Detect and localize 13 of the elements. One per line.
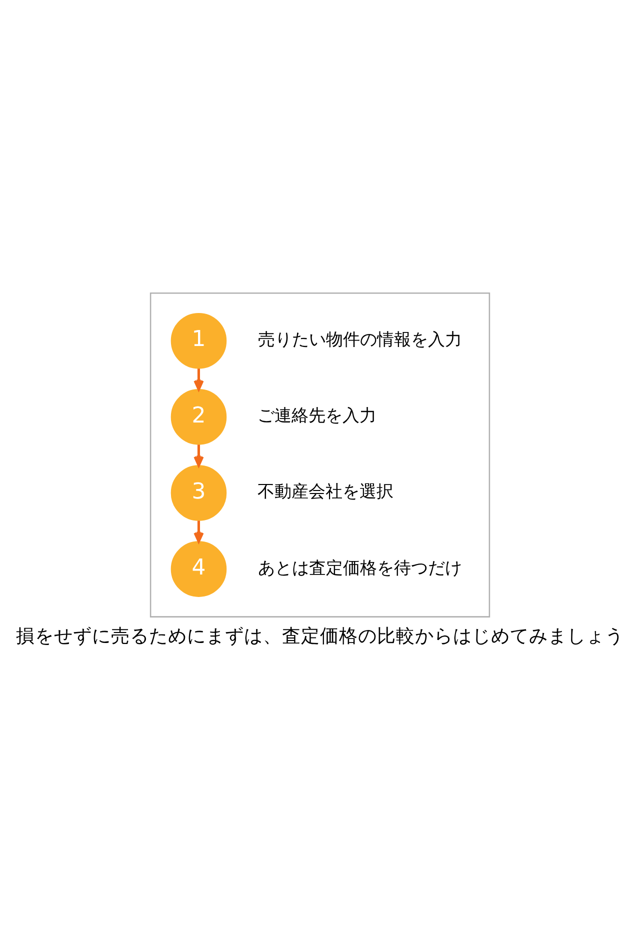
node-label: あとは査定価格を待つだけ: [258, 556, 462, 577]
node-label: ご連絡先を入力: [258, 404, 377, 425]
node-label: 売りたい物件の情報を入力: [258, 328, 462, 349]
arrow: [194, 520, 204, 542]
cluster: [150, 292, 490, 617]
caption: 損をせずに売るためにまずは、査定価格の比較からはじめてみましょう: [16, 625, 624, 646]
node-label: 不動産会社を選択: [257, 480, 394, 501]
node-circle: 4: [170, 540, 227, 596]
node-circle: 2: [170, 388, 227, 444]
arrow: [194, 368, 204, 390]
node-circle: 1: [170, 312, 227, 368]
node-circle: 3: [170, 464, 227, 520]
arrow: [194, 444, 204, 466]
